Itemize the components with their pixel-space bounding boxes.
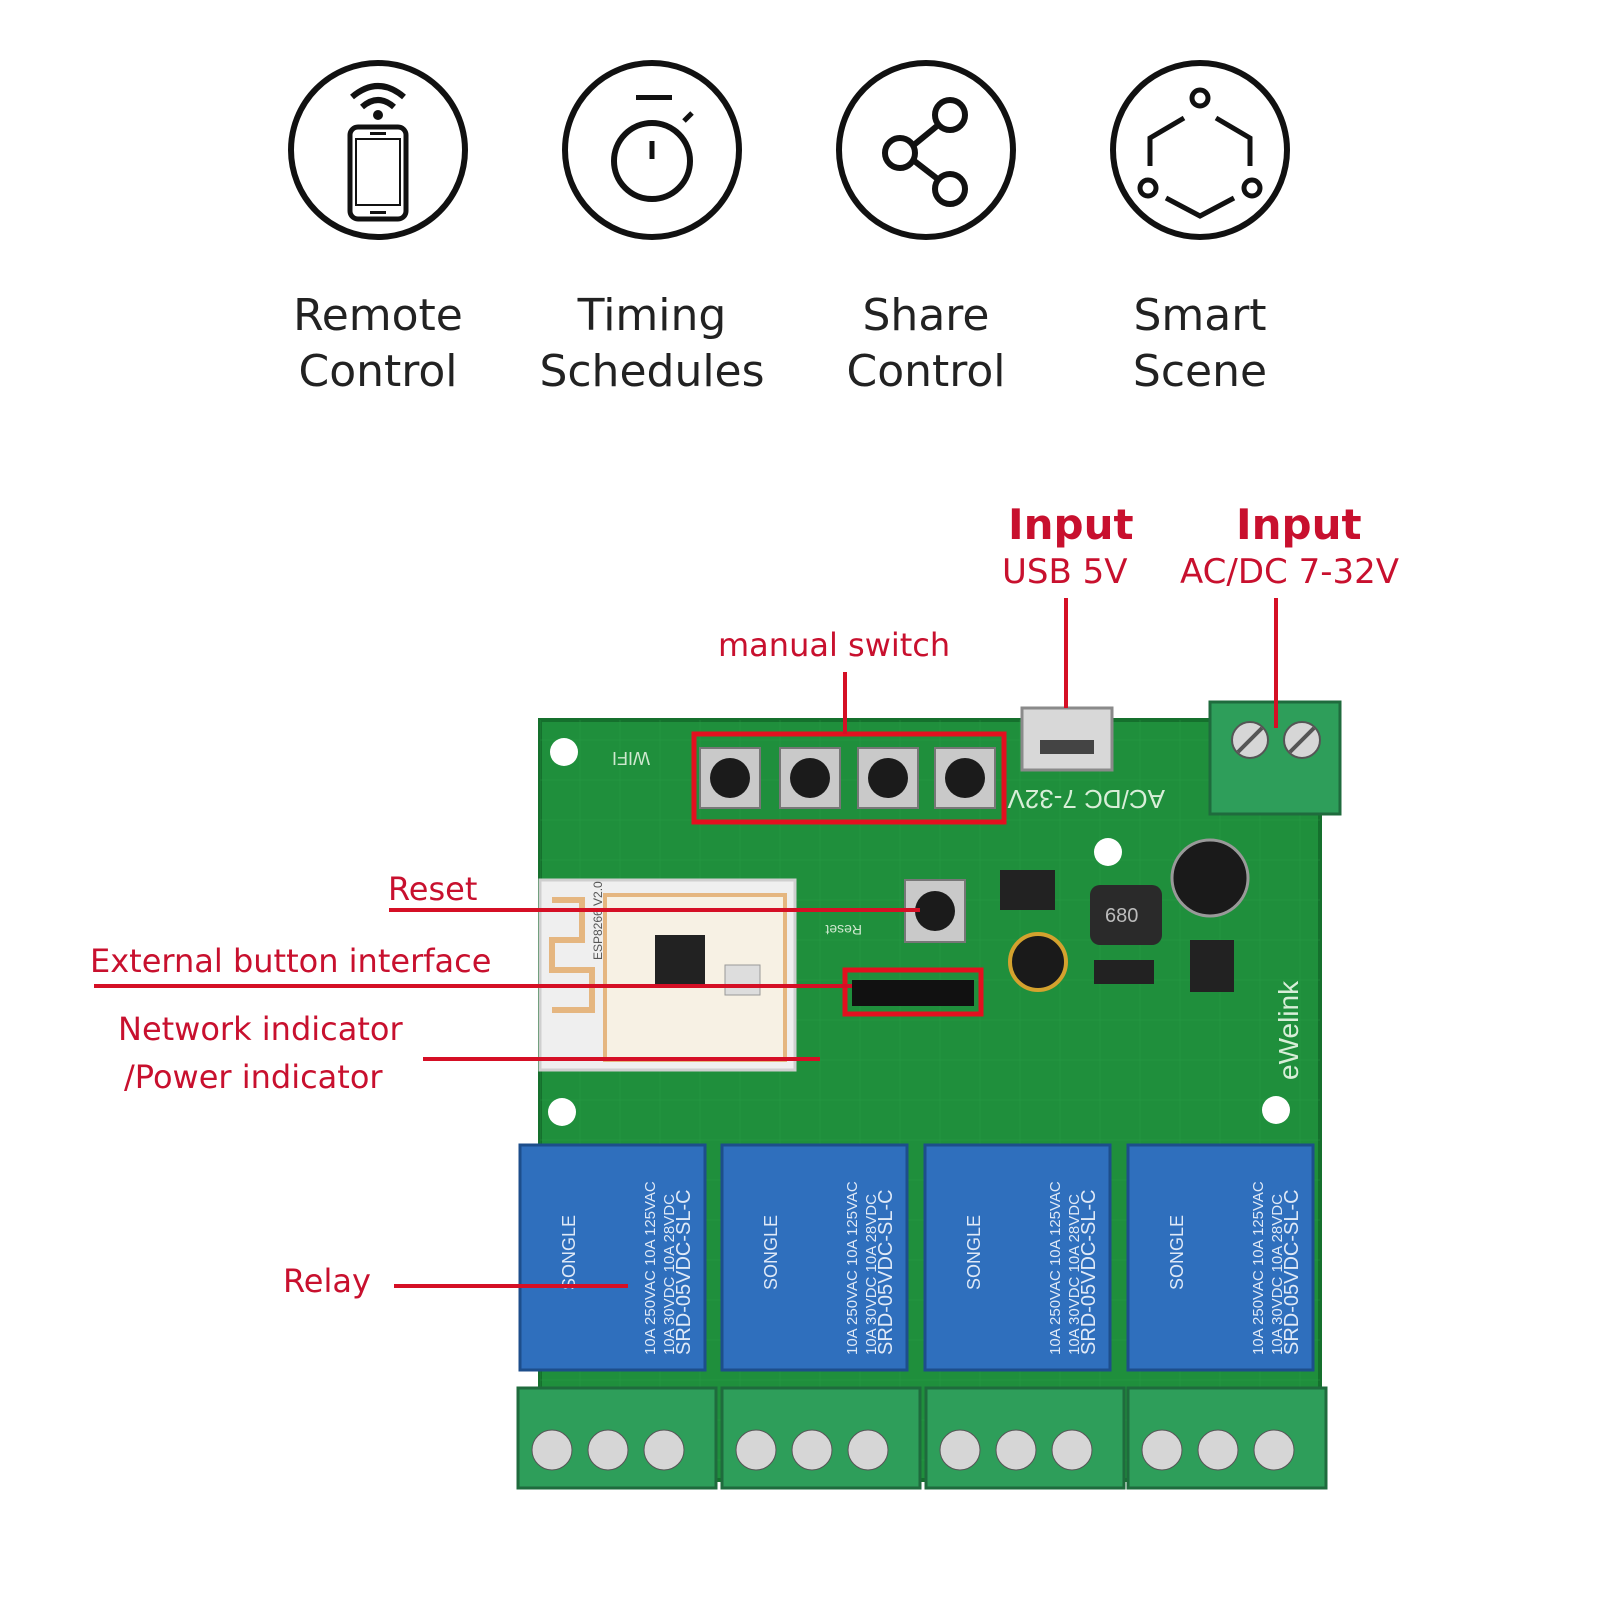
manual-switch-label: manual switch [718,626,951,664]
brand-marking: eWelink [1273,980,1304,1080]
feature-circle [1110,60,1290,240]
network-indicator-label: Network indicator [118,1010,403,1048]
smart-scene-icon [1137,87,1263,219]
feature-smart-scene: Smart Scene [1080,60,1320,400]
feature-circle [288,60,468,240]
feature-circle [836,60,1016,240]
relay-3: SRD-05VDC-SL-C 10A 250VAC 10A 125VAC 10A… [923,1143,1112,1372]
output-terminal-3 [924,1386,1126,1490]
output-terminal-1 [516,1386,718,1490]
relay-model: SRD-05VDC-SL-C [1281,1189,1303,1355]
acdc-input-title: Input [1236,500,1362,549]
feature-label-line2: Schedules [539,346,765,397]
external-button-header[interactable] [842,967,984,1017]
relay-maker: SONGLE [1167,1215,1187,1290]
usb-port[interactable] [1020,706,1114,772]
phone-wifi-icon [347,83,409,222]
output-terminal-4 [1126,1386,1328,1490]
regulator-chip [1000,870,1055,910]
output-terminals [516,1386,1328,1490]
feature-label-line2: Control [846,346,1006,397]
external-button-label: External button interface [90,942,492,980]
capacitor-large [1170,838,1250,918]
feature-label-line1: Remote [293,290,463,341]
feature-remote-control: Remote Control [258,60,498,400]
reset-marking: Reset [825,922,862,938]
feature-label-line2: Scene [1132,346,1268,397]
relay-label: Relay [283,1262,371,1300]
acdc-input-label: AC/DC 7-32V [1180,552,1400,592]
manual-switches [691,731,1007,825]
relay-rating: 10A 250VAC 10A 125VAC [1250,1181,1267,1355]
capacitor-small [1008,932,1068,992]
leader-lines [94,598,1278,1288]
relay-rating: 10A 30VDC 10A 28VDC [1066,1194,1083,1355]
feature-label-line1: Smart [1133,290,1267,341]
relay-2: SRD-05VDC-SL-C 10A 250VAC 10A 125VAC 10A… [720,1143,909,1372]
relay-4: SRD-05VDC-SL-C 10A 250VAC 10A 125VAC 10A… [1126,1143,1315,1372]
relay-maker: SONGLE [761,1215,781,1290]
relay-maker: SONGLE [559,1215,579,1290]
inductor [1090,885,1162,945]
power-indicator-label: /Power indicator [124,1058,383,1096]
feature-circle [562,60,742,240]
relay-model: SRD-05VDC-SL-C [673,1189,695,1355]
reset-label: Reset [388,870,478,908]
relay-maker: SONGLE [964,1215,984,1290]
manual-switch-4[interactable] [934,747,996,809]
feature-label-line2: Control [298,346,458,397]
manual-switch-2[interactable] [779,747,841,809]
relay-rating: 10A 250VAC 10A 125VAC [844,1181,861,1355]
usb-input-label: USB 5V [1002,552,1128,592]
diode [1094,960,1154,984]
relay-model: SRD-05VDC-SL-C [1078,1189,1100,1355]
relay-rating: 10A 30VDC 10A 28VDC [1269,1194,1286,1355]
relay-rating: 10A 250VAC 10A 125VAC [642,1181,659,1355]
feature-label-line1: Timing [577,290,727,341]
feature-label: Timing Schedules [532,288,772,400]
module-marking: ESP8266 V2.0 [591,881,605,960]
feature-timing-schedules: Timing Schedules [532,60,772,400]
relays: SRD-05VDC-SL-C 10A 250VAC 10A 125VAC 10A… [518,1143,1315,1372]
manual-switch-3[interactable] [857,747,919,809]
feature-label-line1: Share [862,290,990,341]
relay-rating: 10A 30VDC 10A 28VDC [661,1194,678,1355]
relay-1: SRD-05VDC-SL-C 10A 250VAC 10A 125VAC 10A… [518,1143,707,1372]
share-icon [882,97,968,207]
usb-input-title: Input [1008,500,1134,549]
output-terminal-2 [720,1386,922,1490]
relay-rating: 10A 250VAC 10A 125VAC [1047,1181,1064,1355]
relay-rating: 10A 30VDC 10A 28VDC [863,1194,880,1355]
driver-chip [1190,940,1234,992]
inductor-marking: 680 [1105,905,1138,927]
relay-model: SRD-05VDC-SL-C [875,1189,897,1355]
voltage-marking: AC/DC 7-32V [1007,784,1165,814]
feature-label: Remote Control [258,288,498,400]
stopwatch-icon [611,95,694,202]
wifi-marking: WIFI [612,748,650,768]
feature-label: Smart Scene [1080,288,1320,400]
feature-label: Share Control [806,288,1046,400]
feature-share-control: Share Control [806,60,1046,400]
manual-switch-1[interactable] [699,747,761,809]
